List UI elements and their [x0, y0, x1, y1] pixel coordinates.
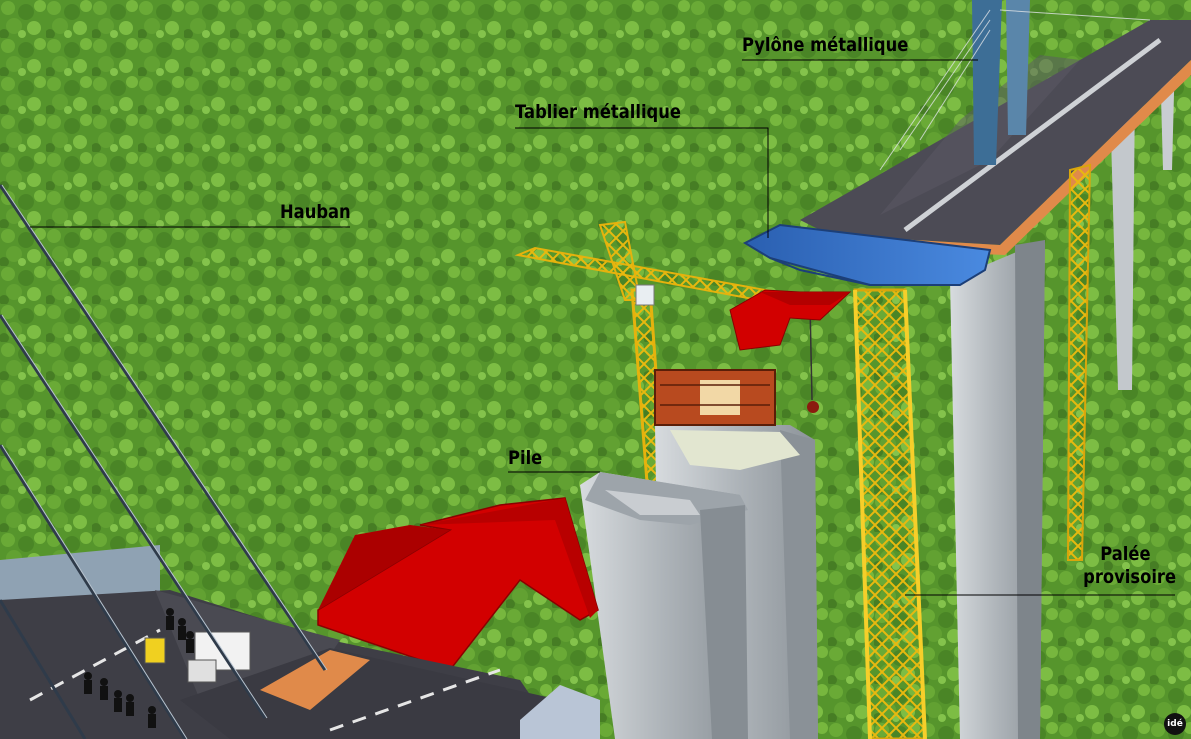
leader-lines [30, 59, 1175, 596]
workers [84, 608, 194, 728]
label-pylone-metallique: Pylône métallique [742, 34, 909, 56]
stay-cables [0, 184, 327, 739]
label-hauban: Hauban [280, 201, 351, 223]
distant-pier [1110, 90, 1135, 390]
label-tablier-metallique: Tablier métallique [515, 101, 681, 123]
label-palee-line1: Palée [1100, 543, 1151, 565]
label-pile: Pile [508, 447, 543, 469]
formwork [654, 369, 776, 426]
label-palee-line2: provisoire [1083, 566, 1176, 588]
deck-cross-section [742, 223, 992, 286]
metal-pylon [972, 0, 1002, 165]
publisher-logo: idé [1164, 713, 1186, 735]
